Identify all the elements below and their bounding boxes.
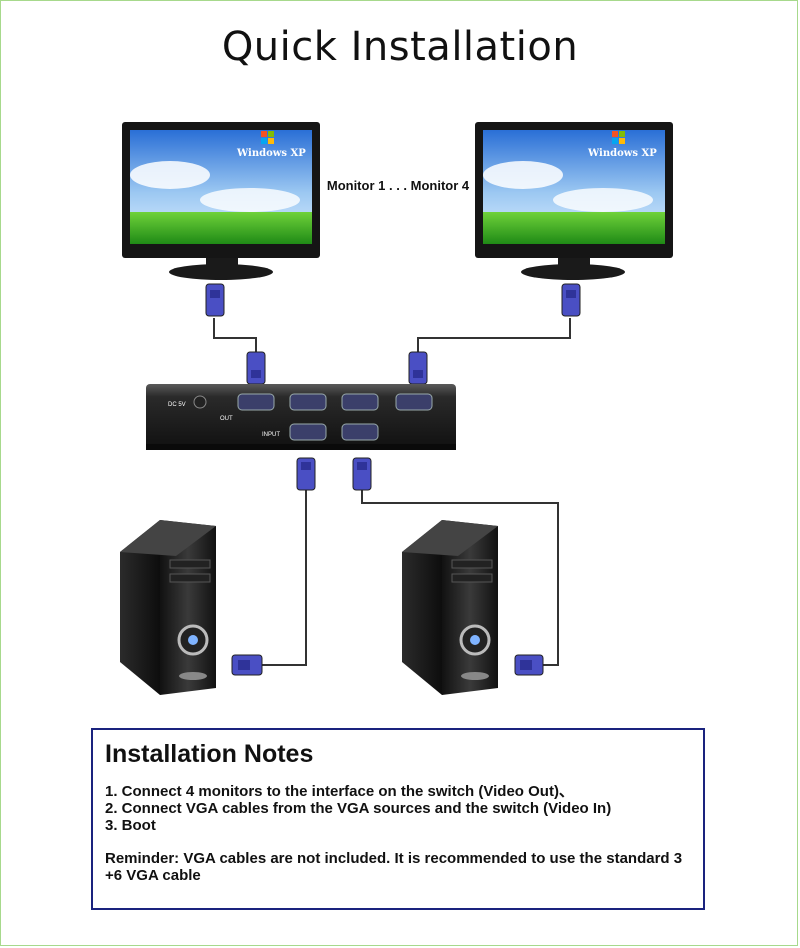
installation-notes-box: Installation Notes 1. Connect 4 monitors… [91,728,705,910]
vga-port-in-2 [341,423,379,441]
installation-diagram: Windows XP Windows XP [120,122,673,695]
notes-reminder: Reminder: VGA cables are not included. I… [105,850,683,884]
notes-step-1: 1. Connect 4 monitors to the interface o… [105,783,574,800]
power-jack-icon [193,395,207,409]
vga-port-out-1 [237,393,275,411]
notes-step-2: 2. Connect VGA cables from the VGA sourc… [105,800,612,817]
vga-port-in-1 [289,423,327,441]
windows-logo-icon [612,131,625,144]
monitor-4: Windows XP [475,122,673,280]
vga-plug-pc-1 [231,654,263,676]
vga-plug-switch-out-1 [246,351,266,385]
windows-logo-icon [261,131,274,144]
notes-step-3: 3. Boot [105,817,156,834]
out-label: OUT [220,416,233,422]
vga-plug-switch-in-2 [352,457,372,491]
vga-plug-pc-2 [514,654,544,676]
pc-tower-2 [402,520,498,695]
input-label: INPUT [262,432,280,438]
vga-port-out-4 [395,393,433,411]
notes-heading: Installation Notes [105,740,314,768]
vga-plug-monitor-4 [561,283,581,317]
monitor-4-screen-text: Windows XP [587,148,657,159]
monitor-range-label: Monitor 1 . . . Monitor 4 [326,178,470,193]
vga-port-out-3 [341,393,379,411]
vga-plug-switch-in-1 [296,457,316,491]
monitor-1-screen-text: Windows XP [236,148,306,159]
vga-plug-switch-out-4 [408,351,428,385]
power-label: DC 5V [168,402,186,408]
page-title: Quick Installation [221,24,579,70]
vga-plug-monitor-1 [205,283,225,317]
vga-cables [213,318,571,666]
vga-port-out-2 [289,393,327,411]
vga-switch-box: DC 5V OUT INPUT [146,384,456,450]
pc-tower-1 [120,520,216,695]
monitor-1: Windows XP [122,122,320,280]
